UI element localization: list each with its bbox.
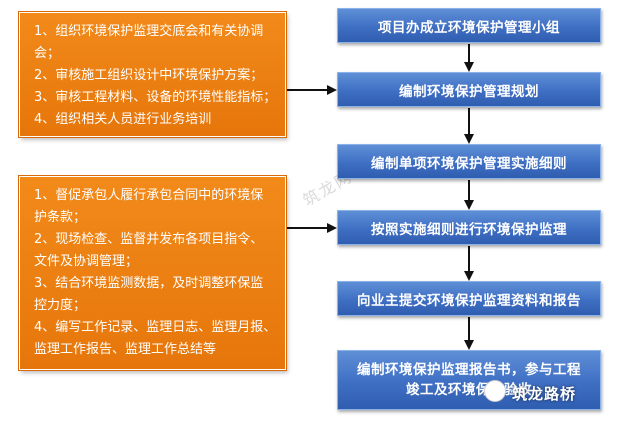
step-box-implementation-rules: 编制单项环境保护管理实施细则 — [337, 144, 601, 179]
note-line: 1、督促承包人履行承包合同中的环境保 — [34, 188, 264, 203]
note-line: 4、组织相关人员进行业务培训 — [34, 112, 212, 127]
note-line: 文件及协调管理； — [34, 254, 139, 269]
step-label: 编制单项环境保护管理实施细则 — [371, 155, 567, 172]
brand-watermark: 筑龙路桥 — [512, 385, 577, 403]
step-box-submit-report: 向业主提交环境保护监理资料和报告 — [337, 281, 601, 316]
note-line: 监理工作报告、监理工作总结等 — [34, 342, 217, 357]
note-line: 2、审核施工组织设计中环境保护方案； — [34, 68, 264, 83]
note-line: 2、现场检查、监督并发布各项目指令、 — [34, 232, 264, 247]
note-line: 会； — [34, 46, 61, 61]
step-box-supervision: 按照实施细则进行环境保护监理 — [337, 210, 601, 245]
note-box-supervision: 1、督促承包人履行承包合同中的环境保 护条款； 2、现场检查、监督并发布各项目指… — [19, 176, 286, 370]
note-line: 3、审核工程材料、设备的环境性能指标； — [34, 90, 277, 105]
note-line: 4、编写工作记录、监理日志、监理月报、 — [34, 320, 277, 335]
note-line: 1、组织环境保护监理交底会和有关协调 — [34, 24, 264, 39]
wechat-logo-icon — [484, 380, 506, 402]
note-box-planning: 1、组织环境保护监理交底会和有关协调 会； 2、审核施工组织设计中环境保护方案；… — [19, 12, 286, 137]
note-line: 护条款； — [34, 210, 87, 225]
step-label: 向业主提交环境保护监理资料和报告 — [357, 292, 581, 309]
step-label: 编制环境保护监理报告书，参与工程 — [357, 362, 581, 378]
note-line: 3、结合环境监测数据，及时调整环保监 — [34, 276, 264, 291]
step-box-form-team: 项目办成立环境保护管理小组 — [337, 8, 601, 43]
step-label: 编制环境保护管理规划 — [399, 83, 539, 100]
step-label: 项目办成立环境保护管理小组 — [378, 19, 560, 36]
step-label: 按照实施细则进行环境保护监理 — [371, 221, 567, 238]
note-line: 控力度； — [34, 298, 87, 313]
step-box-management-plan: 编制环境保护管理规划 — [337, 72, 601, 107]
